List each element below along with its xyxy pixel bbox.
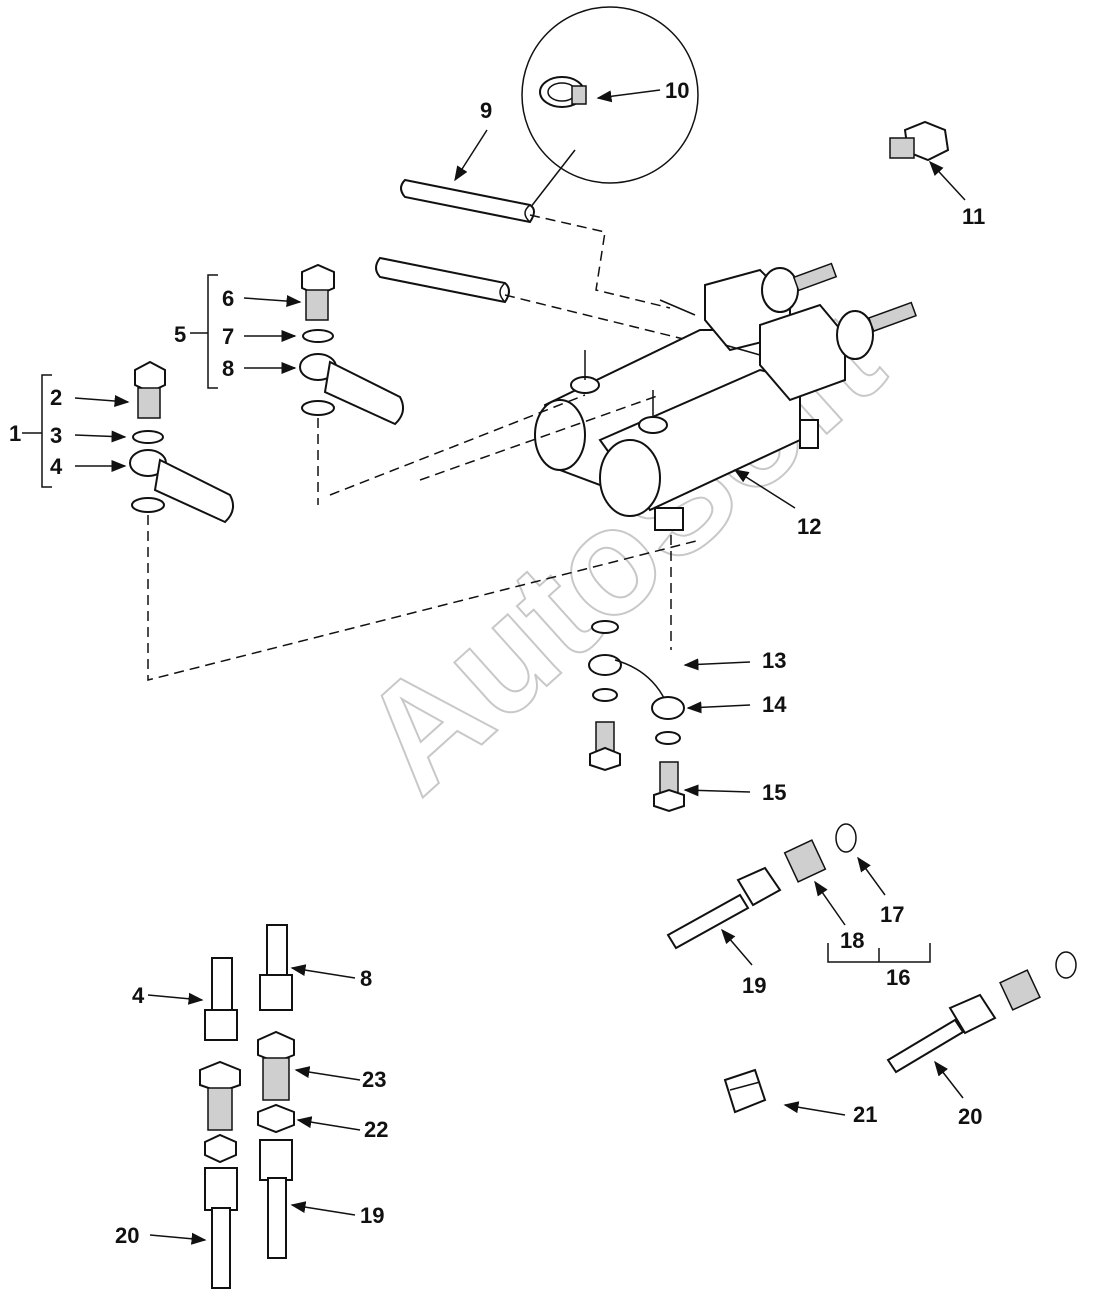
callout-22: 22	[364, 1117, 388, 1142]
hose-upper	[400, 178, 535, 224]
callout-15: 15	[762, 780, 786, 805]
callout-8-lower: 8	[360, 966, 372, 991]
fitting-stack-left	[199, 957, 241, 1289]
callout-3: 3	[50, 423, 62, 448]
callout-1: 1	[9, 421, 21, 446]
bracket-16	[827, 943, 931, 963]
callout-19-lower: 19	[360, 1203, 384, 1228]
callout-7: 7	[222, 324, 234, 349]
bracket-5	[207, 274, 218, 389]
master-cylinder	[534, 262, 917, 531]
callout-8: 8	[222, 356, 234, 381]
callout-12: 12	[797, 514, 821, 539]
banjo-left-dash	[147, 515, 701, 681]
callout-18: 18	[840, 928, 864, 953]
callout-13: 13	[762, 648, 786, 673]
banjo-assembly-left	[129, 360, 235, 524]
fitting-stack-right	[257, 924, 295, 1259]
bracket-1	[41, 374, 52, 488]
callout-10: 10	[665, 78, 689, 103]
callout-4: 4	[50, 454, 63, 479]
tube-fitting-19	[666, 823, 857, 950]
tube-fitting-20	[886, 951, 1077, 1074]
callout-9: 9	[480, 98, 492, 123]
clamp-detail-circle	[521, 6, 699, 209]
plug-fitting	[889, 120, 950, 162]
callout-19: 19	[742, 973, 766, 998]
callout-14: 14	[762, 692, 787, 717]
callout-16: 16	[886, 965, 910, 990]
callout-5: 5	[174, 322, 186, 347]
banjo-assembly-right	[299, 263, 405, 426]
callout-17: 17	[880, 902, 904, 927]
hose-lower	[375, 256, 510, 304]
callout-20-lower: 20	[115, 1223, 139, 1248]
callout-20: 20	[958, 1104, 982, 1129]
banjo-right-dash-body	[329, 394, 586, 496]
callout-6: 6	[222, 286, 234, 311]
banjo-right-dash-body-2	[419, 394, 661, 481]
callout-4-lower: 4	[132, 983, 145, 1008]
callout-21: 21	[853, 1102, 877, 1127]
clip-21	[723, 1068, 767, 1114]
callout-23: 23	[362, 1067, 386, 1092]
hose-dash-line-1	[529, 214, 671, 309]
bent-banjo-assembly	[588, 620, 685, 813]
callout-2: 2	[50, 385, 62, 410]
leader-arrows	[74, 89, 966, 1245]
callout-11: 11	[962, 204, 985, 229]
callout-labels: 1 2 3 4 5 6 7 8 9 10 11 12 13 14 15 16 1…	[9, 78, 985, 1248]
